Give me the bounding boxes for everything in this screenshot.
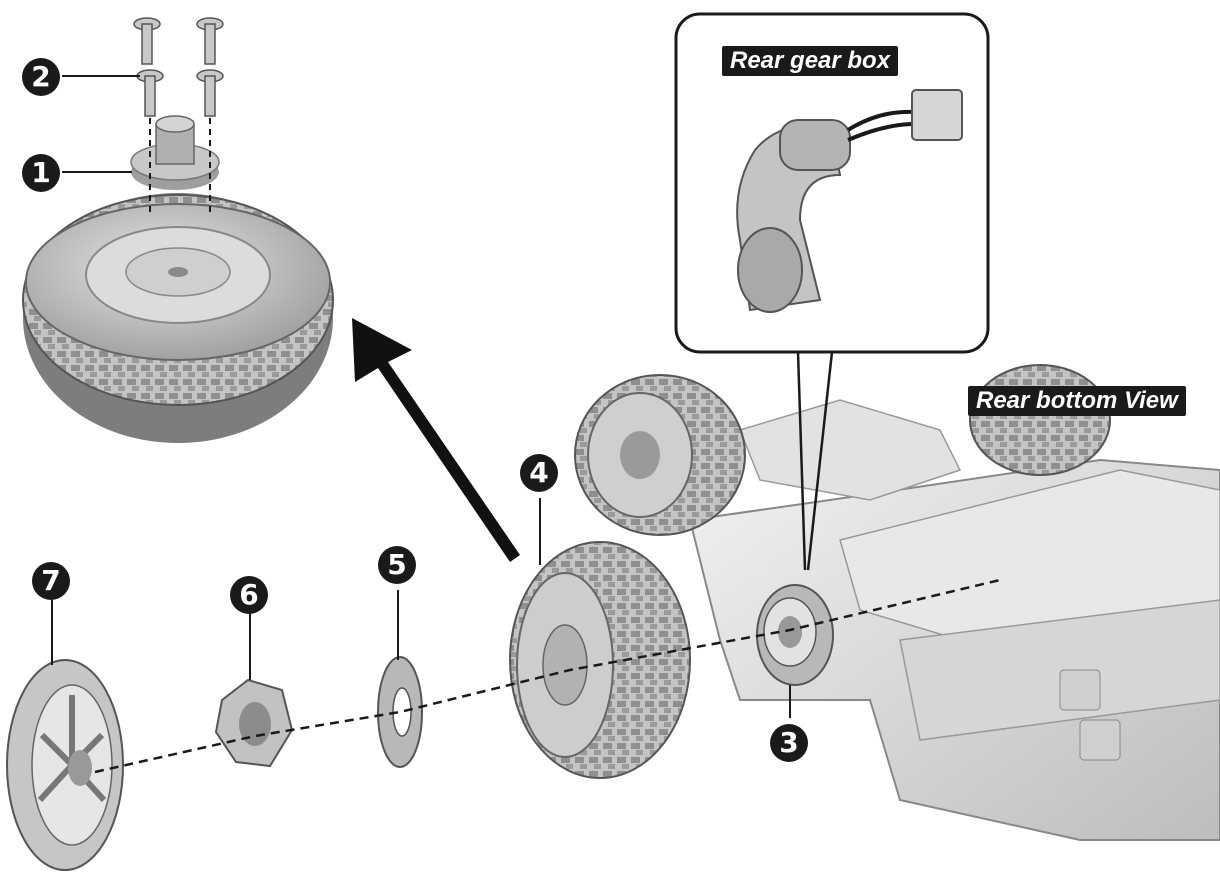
lock-nut-part bbox=[214, 678, 294, 768]
rear-bottom-view-label: Rear bottom View bbox=[968, 386, 1186, 416]
callout-6: 6 bbox=[230, 576, 268, 614]
hubcap-part bbox=[6, 659, 124, 871]
vehicle-rear-wheels bbox=[574, 364, 1111, 536]
callout-3: 3 bbox=[770, 724, 808, 762]
callout-4: 4 bbox=[520, 454, 558, 492]
rear-gear-box-label: Rear gear box bbox=[722, 46, 899, 76]
vehicle-body bbox=[688, 399, 1220, 841]
rear-wheel-part bbox=[509, 541, 691, 779]
callout-5: 5 bbox=[378, 546, 416, 584]
washer-part bbox=[377, 656, 423, 768]
callout-1: 1 bbox=[22, 154, 60, 192]
leader-lines-bottom bbox=[51, 498, 791, 718]
large-tire bbox=[22, 193, 334, 443]
leader-lines-top bbox=[62, 75, 140, 173]
callout-2: 2 bbox=[22, 58, 60, 96]
screws-part bbox=[133, 17, 224, 117]
callout-7: 7 bbox=[32, 562, 70, 600]
direction-arrow bbox=[352, 318, 520, 562]
screw-guide-lines bbox=[149, 118, 211, 212]
axle-guide-line bbox=[94, 578, 1001, 774]
axle-drive-socket-part bbox=[756, 584, 834, 686]
hub-adapter-part bbox=[130, 115, 220, 190]
gear-box-inset bbox=[674, 12, 990, 571]
